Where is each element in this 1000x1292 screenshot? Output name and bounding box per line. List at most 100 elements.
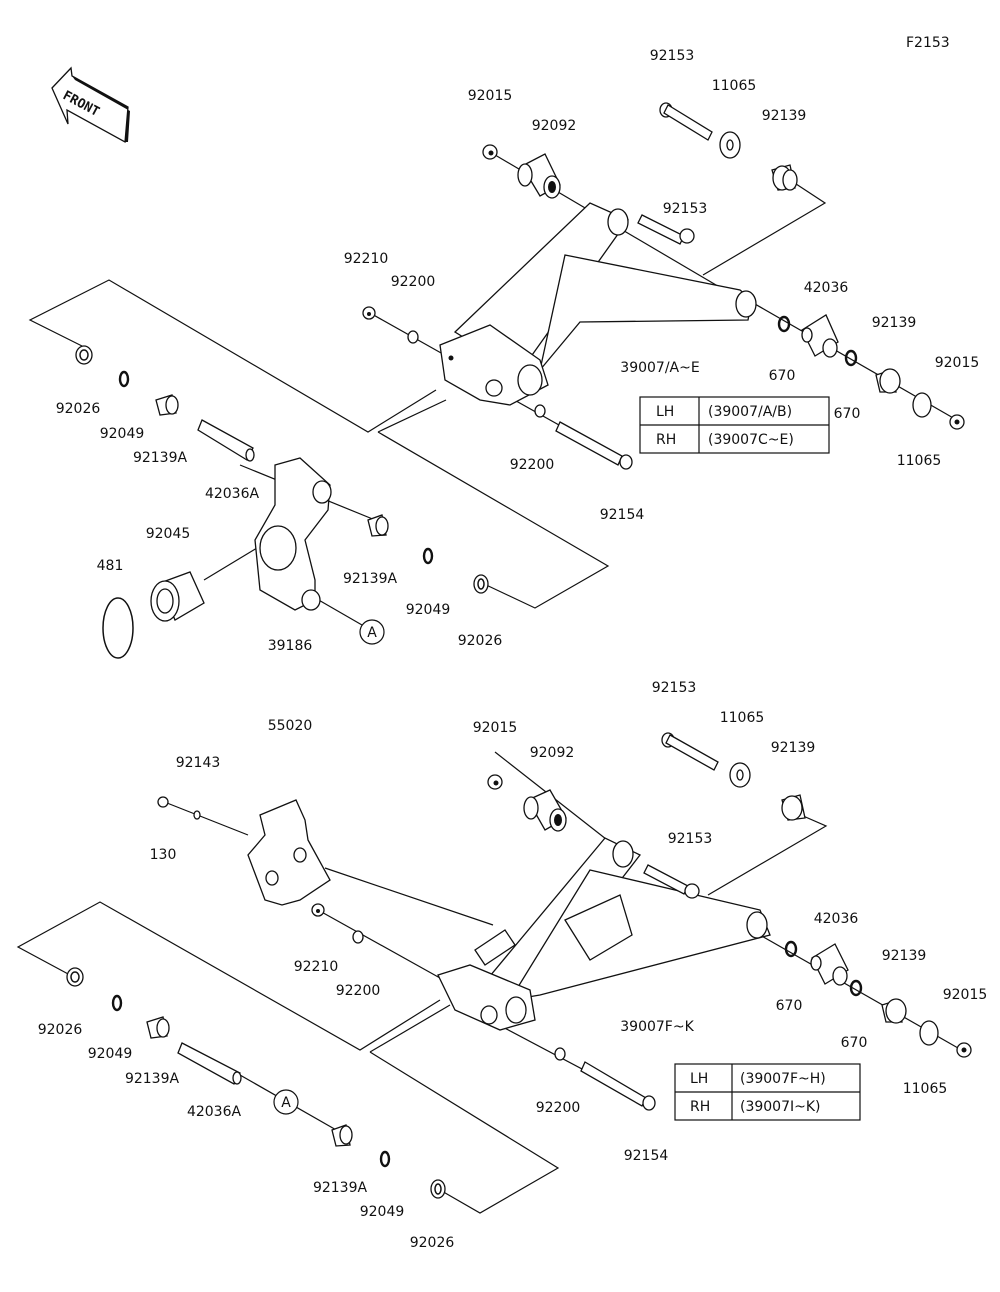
bolt-92153-b (637, 214, 695, 245)
oring-670-b (844, 349, 858, 367)
part-callout-92153: 92153 (663, 201, 708, 217)
collar-92139-b (875, 368, 901, 394)
collar-92139A-a (155, 394, 179, 416)
bushing-92092-b (523, 789, 567, 832)
washer-92143 (193, 810, 201, 820)
part-callout-92139: 92139 (762, 108, 807, 124)
oring-670-a (777, 315, 791, 333)
table-side-lh: LH (690, 1071, 708, 1087)
side-table-upper: LH (39007/A/B) RH (39007C~E) (639, 396, 830, 454)
guide-line (377, 431, 610, 609)
oring-92049-a (118, 370, 130, 388)
part-callout-92049: 92049 (100, 426, 145, 442)
part-callout-92049: 92049 (406, 602, 451, 618)
side-table-lower: LH (39007F~H) RH (39007I~K) (674, 1063, 861, 1121)
guide-line (702, 179, 827, 276)
part-callout-42036: 42036 (814, 911, 859, 927)
part-callout-92015: 92015 (468, 88, 513, 104)
part-callout-92153: 92153 (650, 48, 695, 64)
washer-92200-b (534, 404, 546, 418)
oring-92049-d (379, 1150, 391, 1168)
part-callout-92139a: 92139A (313, 1180, 368, 1196)
seal-92026-a (75, 345, 93, 365)
seal-92026-b (473, 574, 489, 594)
part-callout-92154: 92154 (600, 507, 645, 523)
guide-line (369, 1004, 451, 1053)
part-callout-92015: 92015 (943, 987, 988, 1003)
bearing-92045 (150, 571, 205, 622)
svg-text:A: A (367, 625, 377, 641)
nut-92015-d (956, 1042, 972, 1058)
part-callout-92139a: 92139A (343, 571, 398, 587)
part-callout-92200: 92200 (536, 1100, 581, 1116)
table-parts-rh: (39007C~E) (708, 432, 794, 448)
washer-92200-d (554, 1047, 566, 1061)
washer-92200-c (352, 930, 364, 944)
part-callout-39007f-k: 39007F~K (620, 1019, 694, 1035)
part-callout-92153: 92153 (668, 831, 713, 847)
swing-arm-lower (437, 837, 771, 1031)
bolt-92153-d (643, 864, 700, 899)
front-arrow-icon: FRONT (51, 66, 130, 144)
part-callout-92154: 92154 (624, 1148, 669, 1164)
diagram-code: F2153 (906, 35, 950, 51)
ref-marker-a: A (273, 1089, 299, 1115)
part-callout-670: 670 (834, 406, 861, 422)
table-side-rh: RH (690, 1099, 710, 1115)
collar-42036-b (810, 943, 849, 986)
ref-marker-a: A (359, 619, 385, 645)
part-callout-92049: 92049 (88, 1046, 133, 1062)
part-callout-92210: 92210 (294, 959, 339, 975)
guide-line (707, 811, 828, 896)
circlip-481 (102, 597, 134, 659)
washer-11065-b (912, 392, 932, 418)
part-callout-55020: 55020 (268, 718, 313, 734)
rocker-39186 (254, 457, 332, 611)
bolt-92154 (555, 421, 633, 470)
part-callout-92139: 92139 (771, 740, 816, 756)
part-callout-11065: 11065 (903, 1081, 948, 1097)
part-callout-42036a: 42036A (205, 486, 260, 502)
bolt-92154-b (580, 1061, 656, 1111)
nut-92015 (482, 144, 498, 160)
bolt-92153-a (659, 102, 713, 141)
part-callout-92143: 92143 (176, 755, 221, 771)
pin-42036A-b (177, 1042, 242, 1085)
part-callout-670: 670 (776, 998, 803, 1014)
guide-line (28, 279, 437, 433)
upper-assembly: A LH (39007/A/B) RH (39007C~E) 92015 9209… (28, 48, 979, 659)
collar-42036 (801, 314, 839, 358)
part-callout-92200: 92200 (510, 457, 555, 473)
part-callout-39007-a-e: 39007/A~E (620, 360, 699, 376)
washer-11065-a (719, 131, 741, 159)
collar-92139-d (881, 998, 907, 1024)
part-callout-42036: 42036 (804, 280, 849, 296)
part-callout-92092: 92092 (530, 745, 575, 761)
part-callout-92200: 92200 (336, 983, 381, 999)
washer-92200-a (407, 330, 419, 344)
collar-92139A-d (331, 1124, 353, 1147)
oring-92049-c (111, 994, 123, 1012)
part-callout-92139a: 92139A (133, 450, 188, 466)
part-callout-92026: 92026 (410, 1235, 455, 1251)
svg-text:A: A (281, 1095, 291, 1111)
guide-line (369, 1051, 560, 1214)
part-callout-92092: 92092 (532, 118, 577, 134)
swing-arm-upper (439, 202, 757, 406)
nut-92015-c (487, 774, 503, 790)
oring-92049-b (422, 547, 434, 565)
part-callout-42036a: 42036A (187, 1104, 242, 1120)
part-callout-92210: 92210 (344, 251, 389, 267)
part-callout-670: 670 (841, 1035, 868, 1051)
part-callout-92139a: 92139A (125, 1071, 180, 1087)
part-callout-92026: 92026 (56, 401, 101, 417)
lower-assembly: A LH (39007F~H) RH (39007I~K) 92153 55020… (16, 680, 988, 1251)
part-callout-11065: 11065 (897, 453, 942, 469)
part-callout-92045: 92045 (146, 526, 191, 542)
table-parts-lh: (39007/A/B) (708, 404, 792, 420)
part-callout-130: 130 (150, 847, 177, 863)
guide-line (377, 399, 447, 433)
collar-92139-a (771, 164, 798, 191)
